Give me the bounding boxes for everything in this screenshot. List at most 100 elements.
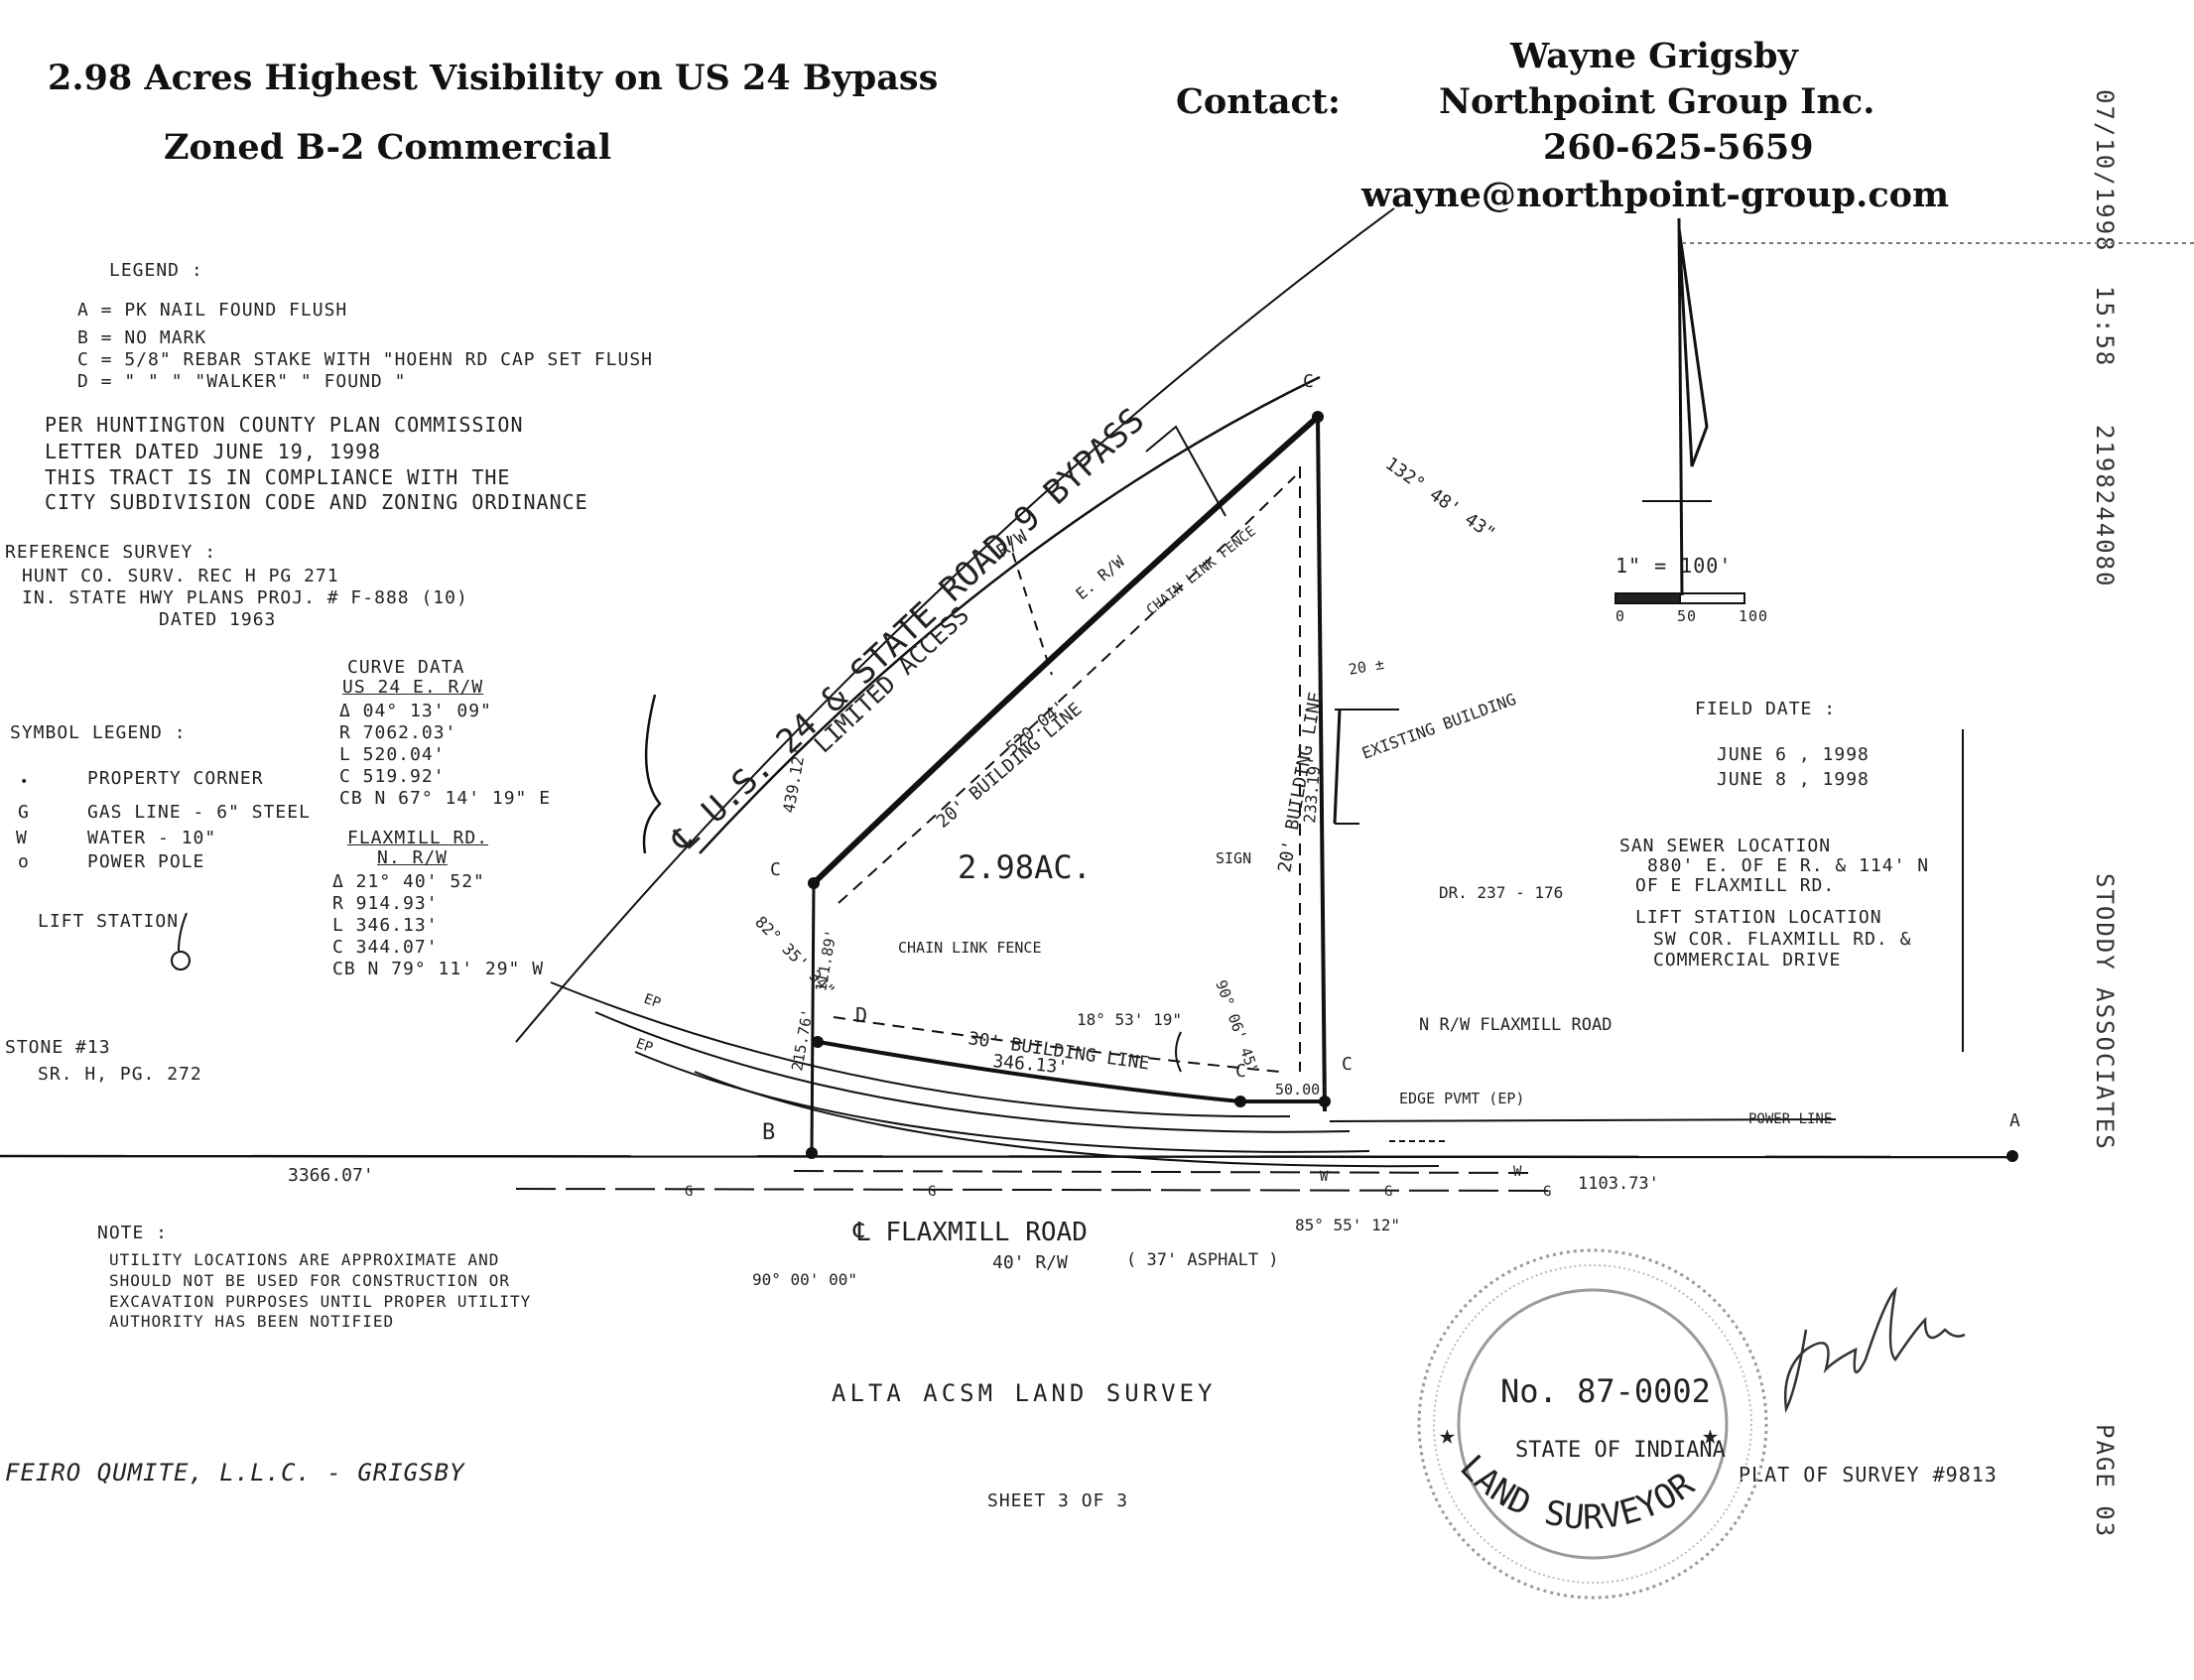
chain-link-fence-label: CHAIN LINK FENCE — [1144, 524, 1259, 619]
contact-company: Northpoint Group Inc. — [1439, 81, 1875, 122]
distance-label: 50.00' — [1275, 1081, 1329, 1098]
reference-survey-title: REFERENCE SURVEY : — [5, 542, 217, 563]
power-line-label: POWER LINE — [1748, 1111, 1832, 1127]
building-line-north — [838, 475, 1296, 904]
point-c-label: C — [1303, 371, 1314, 392]
flaxmill-centerline — [0, 1154, 2015, 1159]
gas-marker: G — [685, 1184, 693, 1200]
highway-centerline-symbol — [642, 694, 662, 854]
plat-number: PLAT OF SURVEY #9813 — [1739, 1463, 1998, 1486]
property-south-line — [818, 1040, 1241, 1103]
utility-note-line: EXCAVATION PURPOSES UNTIL PROPER UTILITY — [109, 1292, 532, 1311]
edge-pavement-label: EDGE PVMT (EP) — [1399, 1090, 1524, 1107]
sewer-note-line: SW COR. FLAXMILL RD. & — [1653, 929, 1912, 950]
contact-phone: 260-625-5659 — [1543, 127, 1814, 168]
listing-headline: 2.98 Acres Highest Visibility on US 24 B… — [48, 58, 939, 98]
point-c-label: C — [1235, 1061, 1246, 1082]
symbol-legend-glyph: • — [20, 774, 30, 790]
zoning-label: Zoned B-2 Commercial — [164, 127, 612, 168]
power-line — [1329, 1118, 1837, 1122]
chain-link-fence-label: CHAIN LINK FENCE — [898, 939, 1042, 957]
distance-label: 3366.07' — [288, 1165, 374, 1186]
commission-note-line: CITY SUBDIVISION CODE AND ZONING ORDINAN… — [45, 490, 588, 514]
contact-label: Contact: — [1176, 81, 1341, 122]
curve-data-row: CB N 79° 11' 29" W — [332, 959, 545, 979]
flaxmill-road-label: ℄ FLAXMILL ROAD — [852, 1218, 1088, 1247]
water-marker: W — [1513, 1164, 1522, 1180]
sewer-note-line: SAN SEWER LOCATION — [1619, 836, 1832, 856]
curve-data-subtitle: N. R/W — [377, 847, 449, 868]
client-name: FEIRO QUMITE, L.L.C. - GRIGSBY — [5, 1459, 465, 1486]
field-date: JUNE 8 , 1998 — [1717, 769, 1870, 790]
building-line-south — [833, 1016, 1281, 1073]
corner-a — [2006, 1150, 2018, 1162]
gas-line — [515, 1188, 1559, 1192]
curve-data-title: FLAXMILL RD. — [347, 828, 489, 848]
curve-data-row: Δ 21° 40' 52" — [332, 871, 485, 892]
symbol-legend-title: SYMBOL LEGEND : — [10, 722, 187, 743]
scale-label: 1" = 100' — [1615, 554, 1733, 578]
highway-rw-line — [699, 375, 1321, 854]
corner-c-north — [1312, 411, 1324, 423]
curve-data-row: R 914.93' — [332, 893, 439, 914]
corner-c-east — [1319, 1096, 1331, 1107]
lift-station-circle — [171, 951, 191, 970]
utility-note-line: UTILITY LOCATIONS ARE APPROXIMATE AND — [109, 1250, 500, 1269]
curve-data-row: L 346.13' — [332, 915, 439, 936]
commission-note-line: THIS TRACT IS IN COMPLIANCE WITH THE — [45, 465, 511, 489]
contact-email[interactable]: wayne@northpoint-group.com — [1361, 175, 1950, 215]
curve-data-row: CB N 67° 14' 19" E — [339, 788, 552, 809]
curve-data-row: L 520.04' — [339, 744, 446, 765]
point-a-label: A — [2009, 1110, 2020, 1131]
utility-note-line: AUTHORITY HAS BEEN NOTIFIED — [109, 1312, 395, 1331]
symbol-legend-item: PROPERTY CORNER — [87, 768, 264, 789]
area-label: 2.98AC. — [958, 848, 1092, 886]
property-north-line — [811, 414, 1320, 886]
legend-title: LEGEND : — [109, 260, 203, 281]
point-c-label: C — [770, 859, 781, 880]
property-east-line — [1316, 416, 1327, 1112]
scale-tick: 50 — [1677, 607, 1698, 625]
reference-survey-line: DATED 1963 — [159, 609, 277, 630]
highway-north-edge — [1145, 425, 1226, 517]
legend-item: B = NO MARK — [77, 327, 207, 348]
scale-tick: 0 — [1615, 607, 1626, 625]
gas-marker: G — [1543, 1184, 1551, 1200]
existing-building — [1333, 709, 1342, 825]
deed-label: DR. 237 - 176 — [1439, 883, 1563, 902]
water-marker: W — [1320, 1169, 1329, 1185]
ep-label: EP — [642, 991, 663, 1012]
reference-survey-line: HUNT CO. SURV. REC H PG 271 — [22, 566, 339, 586]
existing-building-label: EXISTING BUILDING — [1359, 690, 1518, 763]
distance-label: 20 ± — [1348, 655, 1386, 679]
angle-label: 90° 00' 00" — [752, 1270, 857, 1289]
contact-name: Wayne Grigsby — [1510, 36, 1798, 76]
legend-item: D = " " " "WALKER" " FOUND " — [77, 371, 407, 392]
corner-c-south — [1234, 1096, 1246, 1107]
flaxmill-road-edge — [550, 981, 1291, 1118]
gas-marker: G — [928, 1184, 936, 1200]
lift-station-symbol — [178, 912, 188, 952]
field-date: JUNE 6 , 1998 — [1717, 744, 1870, 765]
bearing-label: 132° 48' 43" — [1381, 453, 1499, 545]
north-arrow — [1677, 217, 1709, 596]
survey-title: ALTA ACSM LAND SURVEY — [832, 1379, 1217, 1407]
sewer-note-line: 880' E. OF E R. & 114' N — [1647, 855, 1930, 876]
curve-data-title: CURVE DATA — [347, 657, 465, 678]
legend-item: C = 5/8" REBAR STAKE WITH "HOEHN RD CAP … — [77, 349, 654, 370]
point-d-label: D — [855, 1003, 867, 1027]
corner-d — [812, 1036, 824, 1048]
utility-note-title: NOTE : — [97, 1223, 169, 1243]
flaxmill-rw-label: 40' R/W — [992, 1252, 1068, 1273]
corner-c-west — [808, 877, 820, 889]
highway-centerline — [515, 207, 1395, 1043]
point-b-label: B — [762, 1120, 775, 1145]
sewer-note-line: COMMERCIAL DRIVE — [1653, 950, 1842, 970]
curve-data-row: R 7062.03' — [339, 722, 457, 743]
distance-label: 1103.73' — [1578, 1174, 1659, 1194]
n-rw-flaxmill-label: N R/W FLAXMILL ROAD — [1419, 1015, 1612, 1035]
building-line-label: 20' BUILDING LINE — [933, 699, 1087, 833]
limited-access-line — [1006, 535, 1053, 676]
curve-data-row: C 519.92' — [339, 766, 446, 787]
curve-data-row: Δ 04° 13' 09" — [339, 701, 492, 721]
